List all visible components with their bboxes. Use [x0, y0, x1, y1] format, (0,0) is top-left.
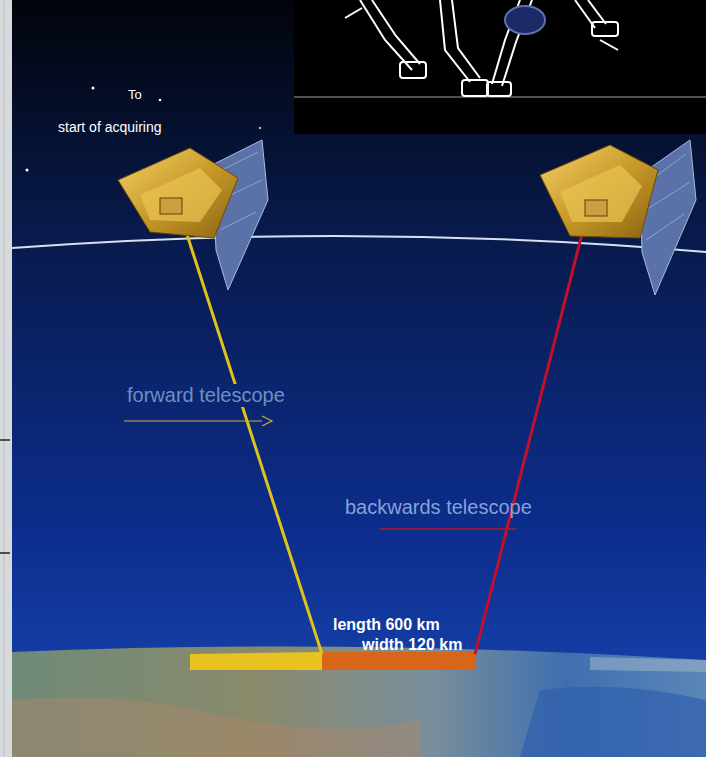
sky-ground — [12, 0, 706, 757]
forward-swath — [190, 652, 322, 670]
forward-view-line — [183, 222, 322, 654]
satellite-left — [118, 140, 268, 290]
telescope-label: backwards telescope — [345, 496, 532, 519]
satellite-right — [540, 140, 696, 295]
note-label: To — [128, 88, 142, 103]
side-strip — [0, 0, 14, 757]
backward-swath — [322, 652, 475, 670]
orbit-line — [12, 236, 706, 252]
structure-panel — [294, 0, 706, 134]
telescope-mount — [345, 0, 618, 96]
telescope-label: forward telescope — [124, 384, 288, 407]
backward-view-line — [475, 226, 584, 654]
dimension-label: length 600 km — [333, 616, 440, 634]
dimension-label: width 120 km — [362, 636, 462, 654]
note-label: start of acquiring — [58, 119, 162, 135]
earth-surface — [12, 647, 706, 757]
